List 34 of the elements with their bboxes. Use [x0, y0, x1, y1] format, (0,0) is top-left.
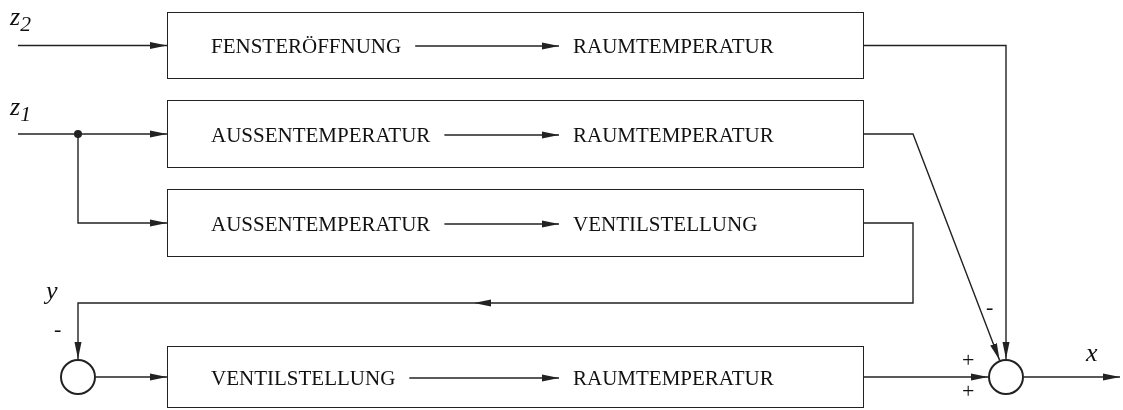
arrow	[408, 374, 560, 382]
arrow	[17, 130, 168, 138]
sign-label: +	[962, 349, 975, 371]
signal-label: AUSSENTEMPERATUR	[211, 213, 431, 235]
arrow	[1023, 373, 1121, 381]
arrow	[414, 42, 560, 50]
summing-junction	[988, 359, 1024, 395]
arrow	[74, 222, 914, 360]
arrow	[863, 44, 1010, 360]
arrow	[863, 373, 989, 381]
signal-label: RAUMTEMPERATUR	[573, 124, 774, 146]
arrow	[17, 42, 168, 49]
transfer-block	[167, 346, 864, 408]
signal-label: RAUMTEMPERATUR	[573, 35, 774, 57]
sign-label: -	[986, 296, 994, 318]
arrow	[863, 133, 1001, 361]
transfer-block	[167, 100, 864, 168]
summing-junction	[60, 359, 96, 395]
signal-label: VENTILSTELLUNG	[573, 213, 758, 235]
arrow	[95, 373, 168, 381]
signal-label: VENTILSTELLUNG	[211, 367, 396, 389]
arrow	[443, 220, 560, 228]
signal-label: AUSSENTEMPERATUR	[211, 124, 431, 146]
signal-label: FENSTERÖFFNUNG	[211, 35, 402, 57]
variable-label: y	[46, 278, 58, 304]
transfer-block	[167, 12, 864, 79]
transfer-block	[167, 189, 864, 257]
variable-label: x	[1086, 340, 1098, 366]
sign-label: +	[962, 380, 975, 402]
arrow	[443, 131, 560, 139]
variable-label: z$_{2}$	[10, 4, 31, 36]
variable-label: z$_{1}$	[10, 94, 31, 126]
signal-label: RAUMTEMPERATUR	[573, 367, 774, 389]
sign-label: -	[54, 318, 62, 340]
